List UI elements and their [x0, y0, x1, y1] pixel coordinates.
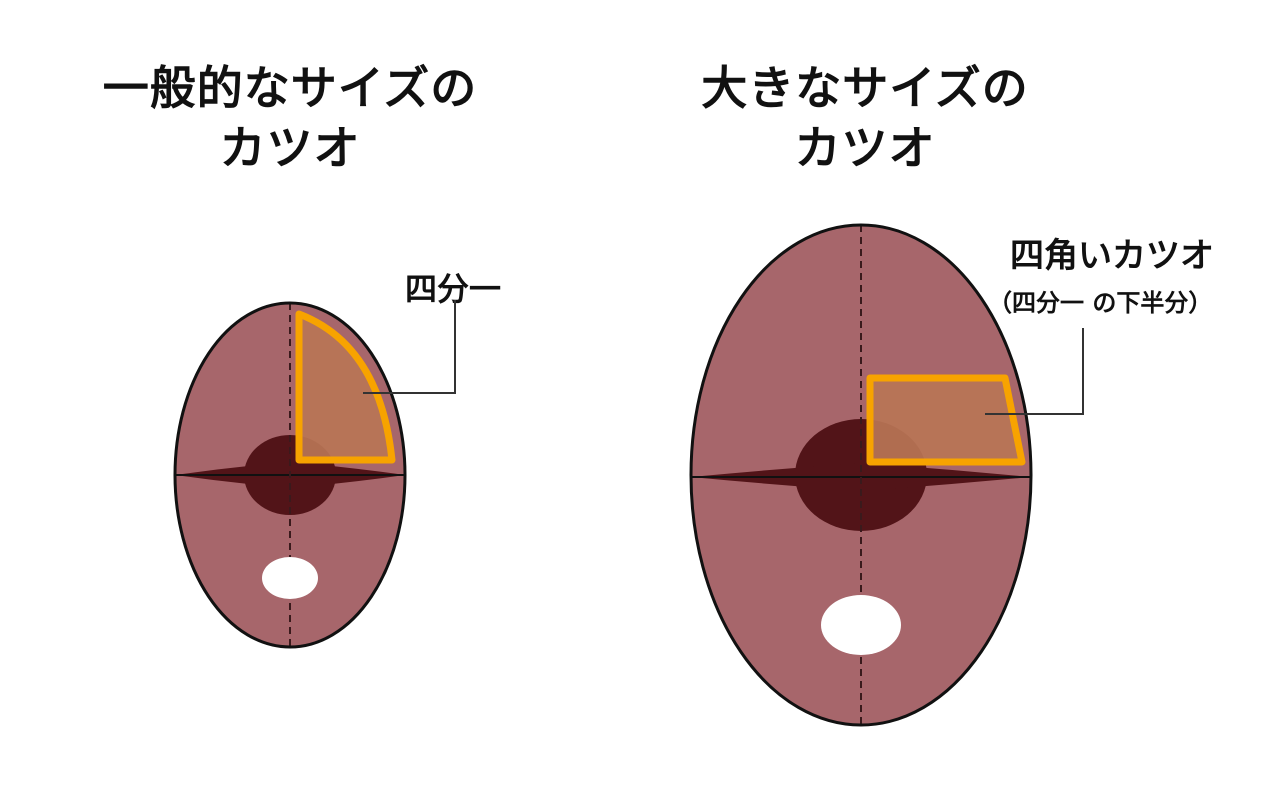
small-fish-cross-section: [173, 300, 456, 649]
large-belly-spot: [821, 595, 901, 655]
large-callout-leader: [985, 328, 1084, 415]
small-callout-leader: [363, 300, 456, 394]
small-fish-outline: [173, 301, 407, 649]
right-title: 大きなサイズの カツオ: [640, 58, 1090, 178]
right-title-line2: カツオ: [794, 121, 936, 175]
large-fish-outline: [689, 223, 1033, 727]
left-title-line1: 一般的なサイズの: [102, 61, 478, 115]
right-callout-sublabel: （四分一 の下半分）: [988, 289, 1213, 317]
large-fish-cross-section: [689, 223, 1084, 727]
right-callout-label: 四角いカツオ: [1010, 236, 1214, 276]
left-title: 一般的なサイズの カツオ: [60, 58, 520, 178]
large-rectangle-highlight: [866, 374, 1026, 466]
left-callout-label: 四分一: [405, 270, 502, 308]
right-title-line1: 大きなサイズの: [701, 61, 1029, 115]
left-title-line2: カツオ: [219, 121, 361, 175]
small-belly-spot: [262, 557, 318, 599]
small-quarter-highlight: [295, 310, 396, 464]
